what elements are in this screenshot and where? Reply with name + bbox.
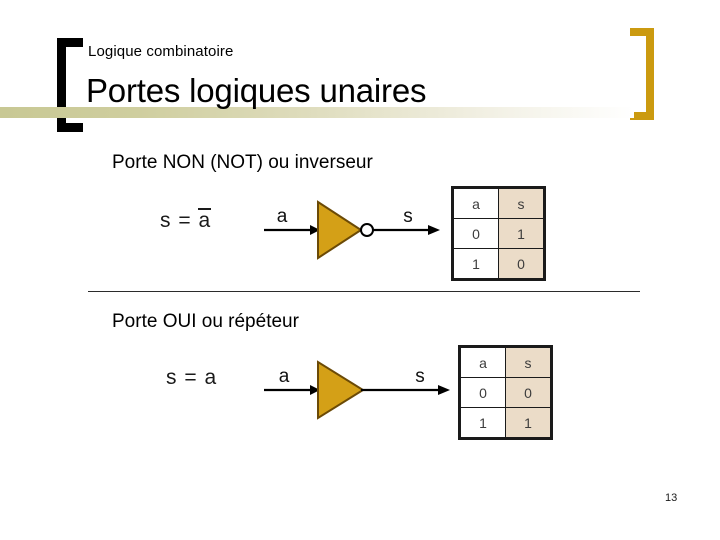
truth-table-buffer-r0-a: 0 bbox=[459, 377, 506, 408]
decorative-bracket-left-icon bbox=[57, 38, 83, 132]
not-gate-triangle-icon bbox=[317, 200, 363, 260]
section-heading-not: Porte NON (NOT) ou inverseur bbox=[112, 152, 373, 173]
buffer-output-arrowhead-icon bbox=[438, 385, 450, 395]
truth-table-buffer-header-s: s bbox=[505, 346, 552, 378]
section-heading-buffer: Porte OUI ou répéteur bbox=[112, 311, 299, 332]
truth-table-not-r0-s: 1 bbox=[498, 218, 545, 249]
table-row: a s bbox=[459, 346, 552, 378]
formula-not: s = a bbox=[160, 208, 212, 233]
buffer-input-arrowhead-icon bbox=[310, 385, 320, 395]
slide-header: Logique combinatoire Portes logiques una… bbox=[0, 0, 720, 140]
truth-table-buffer-r1-a: 1 bbox=[459, 407, 506, 439]
buffer-output-label: s bbox=[415, 366, 425, 387]
truth-table-not-r1-a: 1 bbox=[452, 248, 499, 280]
slide-title: Portes logiques unaires bbox=[86, 72, 427, 109]
truth-table-not-header-s: s bbox=[498, 187, 545, 219]
slide-kicker: Logique combinatoire bbox=[88, 43, 234, 60]
truth-table-buffer-r0-s: 0 bbox=[505, 377, 552, 408]
table-row: a s bbox=[452, 187, 545, 219]
truth-table-not-r0-a: 0 bbox=[452, 218, 499, 249]
not-input-arrowhead-icon bbox=[310, 225, 320, 235]
gate-diagram-buffer: a s bbox=[262, 356, 452, 429]
truth-table-buffer-r1-s: 1 bbox=[505, 407, 552, 439]
decorative-bracket-right-icon bbox=[630, 28, 654, 120]
truth-table-not-header-a: a bbox=[452, 187, 499, 219]
formula-not-var: a bbox=[198, 208, 212, 232]
title-underline-band bbox=[0, 107, 634, 118]
truth-table-not: a s 0 1 1 0 bbox=[451, 186, 546, 281]
formula-buffer-var: a bbox=[204, 366, 218, 389]
truth-table-not-r1-s: 0 bbox=[498, 248, 545, 280]
buffer-input-label: a bbox=[279, 366, 290, 387]
buffer-gate-triangle-icon bbox=[317, 360, 365, 420]
table-row: 0 1 bbox=[452, 218, 545, 249]
table-row: 0 0 bbox=[459, 377, 552, 408]
truth-table-buffer-header-a: a bbox=[459, 346, 506, 378]
table-row: 1 0 bbox=[452, 248, 545, 280]
not-gate-bubble-icon bbox=[360, 223, 374, 237]
not-input-label: a bbox=[277, 206, 288, 227]
formula-buffer-prefix: s = bbox=[166, 366, 205, 389]
truth-table-buffer: a s 0 0 1 1 bbox=[458, 345, 553, 440]
section-divider bbox=[88, 291, 640, 292]
formula-not-prefix: s = bbox=[160, 209, 199, 232]
page-number: 13 bbox=[665, 492, 678, 504]
not-output-arrowhead-icon bbox=[428, 225, 440, 235]
formula-buffer: s = a bbox=[166, 366, 217, 390]
gate-diagram-not: a s bbox=[262, 196, 442, 269]
table-row: 1 1 bbox=[459, 407, 552, 439]
not-output-label: s bbox=[403, 206, 413, 227]
